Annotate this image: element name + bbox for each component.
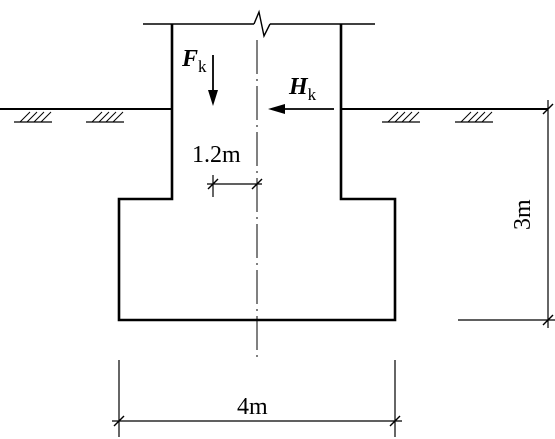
ground-hatch-right-1 xyxy=(382,111,420,123)
eccentricity-label: 1.2m xyxy=(192,142,241,168)
horizontal-force-label: Hk xyxy=(288,74,317,104)
vertical-force-label: Fk xyxy=(181,46,207,76)
ground-hatch-right-2 xyxy=(455,111,493,123)
width-dimension xyxy=(112,360,402,437)
depth-dimension xyxy=(458,100,555,328)
horizontal-force-arrow xyxy=(268,104,334,114)
vertical-force-arrow xyxy=(208,55,218,106)
ground-hatch-left-2 xyxy=(86,111,124,123)
eccentricity-dimension xyxy=(207,175,263,197)
column-top-break-line xyxy=(143,9,375,39)
width-label: 4m xyxy=(237,394,268,420)
depth-label: 3m xyxy=(510,199,536,230)
ground-hatch-left-1 xyxy=(14,111,52,123)
